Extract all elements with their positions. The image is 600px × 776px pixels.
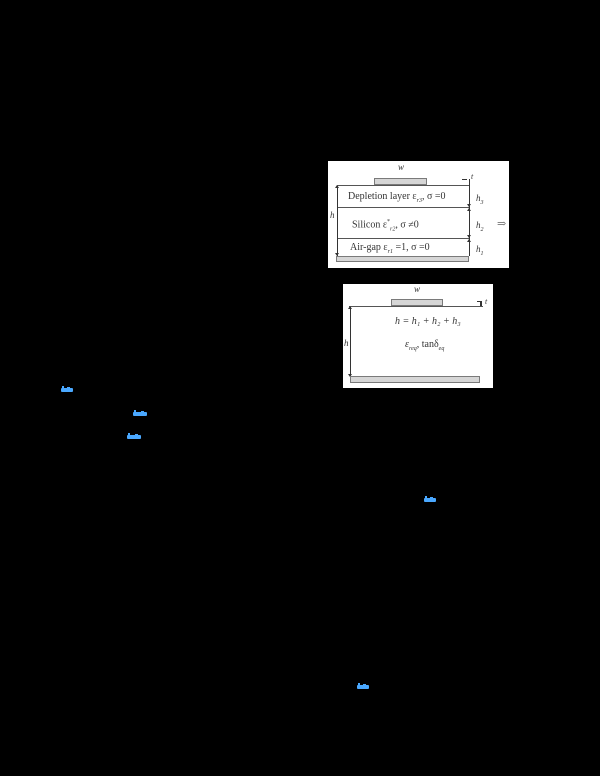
equivalent-microstrip-figure: w t h h = h₁ + h₂ + h₃ εreq, tanδeq — [343, 284, 493, 388]
arrow-down-icon — [348, 374, 352, 377]
air-gap-layer-label: Air-gap εr1 =1, σ =0 — [350, 242, 430, 256]
height-equation: h = h₁ + h₂ + h₃ — [395, 316, 461, 327]
link-marker-2[interactable] — [133, 410, 147, 416]
link-marker-3[interactable] — [127, 433, 141, 439]
height-dimension-line — [337, 186, 338, 256]
arrow-up-icon — [335, 185, 339, 188]
height-label: h — [330, 210, 335, 220]
signal-strip — [391, 299, 443, 306]
equivalent-params-label: εreq, tanδeq — [405, 339, 445, 353]
thickness-marker-icon — [477, 301, 482, 306]
arrow-down-icon — [467, 235, 471, 238]
arrow-up-icon — [467, 208, 471, 211]
h2-label: h2 — [476, 220, 484, 233]
link-marker-1[interactable] — [61, 386, 73, 392]
link-marker-4[interactable] — [424, 496, 436, 502]
silicon-layer-label: Silicon ε*r2, σ ≠0 — [352, 219, 419, 233]
layer-boundary-3-2 — [337, 207, 469, 208]
width-label: w — [398, 162, 405, 172]
layer-boundary-2-1 — [337, 238, 469, 239]
h3-label: h3 — [476, 193, 484, 206]
ground-plane — [350, 376, 480, 383]
implies-arrow-icon: ⇒ — [497, 218, 507, 230]
thickness-tick — [462, 179, 467, 180]
arrow-down-icon — [467, 204, 471, 207]
depletion-layer-label: Depletion layer εr3, σ =0 — [348, 191, 446, 205]
layer-dimension-line — [469, 179, 470, 256]
multilayer-cross-section-figure: w t h Depletion layer εr3, σ =0 Silicon … — [328, 161, 509, 268]
arrow-up-icon — [348, 306, 352, 309]
ground-plane — [336, 256, 469, 262]
width-label: w — [414, 284, 421, 294]
arrow-down-icon — [335, 253, 339, 256]
height-dimension-line — [350, 307, 351, 377]
signal-strip — [374, 178, 427, 185]
thickness-label: t — [471, 172, 474, 181]
thickness-label: t — [485, 297, 488, 306]
dielectric-top-line — [349, 306, 483, 307]
arrow-up-icon — [467, 239, 471, 242]
height-label: h — [344, 338, 349, 348]
h1-label: h1 — [476, 244, 484, 257]
layer-boundary-top — [337, 185, 469, 186]
link-marker-5[interactable] — [357, 683, 369, 689]
